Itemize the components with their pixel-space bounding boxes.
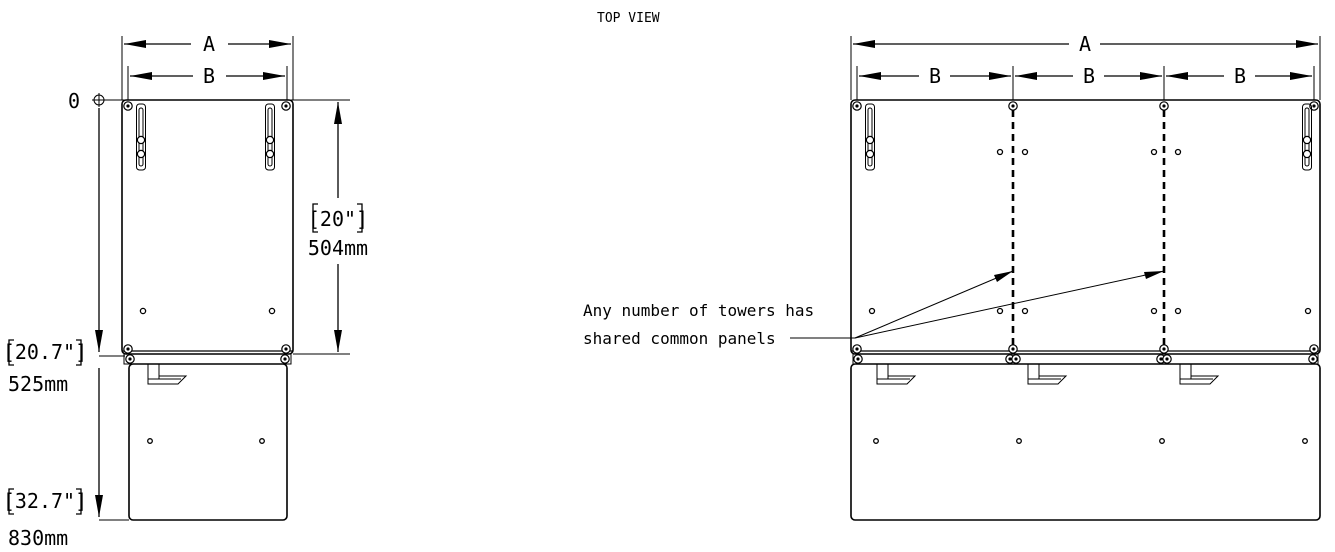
dimension-depth-front (95, 108, 129, 521)
depth-front-inches: [20.7"] (3, 340, 87, 364)
depth-total-mm: 830mm (8, 526, 68, 550)
shared-panels-callout: Any number of towers has shared common p… (583, 270, 1165, 348)
label-a: A (203, 32, 215, 56)
label-b-multi-3: B (1234, 64, 1246, 88)
callout-line-2: shared common panels (583, 329, 776, 348)
depth-front-mm: 525mm (8, 372, 68, 396)
dimension-a-single: A (121, 32, 294, 100)
front-section-multi (850, 363, 1321, 521)
label-a-multi: A (1079, 32, 1091, 56)
single-tower-view: A B 0 (3, 32, 368, 550)
dimension-b-multi: B B B (856, 64, 1315, 100)
callout-line-1: Any number of towers has (583, 301, 814, 320)
depth-total-inches: [32.7"] (3, 489, 87, 513)
view-title: TOP VIEW (597, 11, 660, 26)
depth-enclosure-mm: 504mm (308, 236, 368, 260)
label-b: B (203, 64, 215, 88)
multi-tower-view: A B B B (850, 32, 1321, 521)
front-section (128, 363, 288, 521)
origin-label: 0 (68, 89, 80, 113)
dimension-b-single: B (127, 64, 288, 100)
origin-marker-icon (92, 93, 106, 107)
label-b-multi-2: B (1083, 64, 1095, 88)
multi-tower-enclosure (850, 99, 1321, 355)
dimension-depth-enclosure: [20"] 504mm (293, 102, 368, 355)
dimension-a-multi: A (850, 32, 1321, 100)
depth-enclosure-inches: [20"] (308, 207, 368, 231)
label-b-multi-1: B (929, 64, 941, 88)
